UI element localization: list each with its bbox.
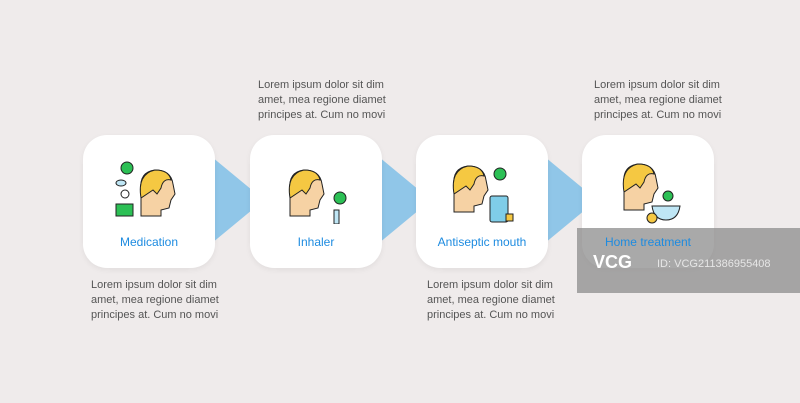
- person-tea-icon: [622, 163, 681, 224]
- watermark: VCG ID: VCG211386955408: [577, 228, 800, 293]
- step-card-medication: Medication: [83, 135, 215, 268]
- step-label: Antiseptic mouth: [437, 235, 527, 249]
- arrow-icon: [379, 157, 427, 243]
- step-card-inhaler: Inhaler: [250, 135, 382, 268]
- watermark-logo: VCG: [593, 252, 633, 272]
- step-label: Inhaler: [297, 235, 335, 249]
- step-text-3: Lorem ipsum dolor sit dim amet, mea regi…: [427, 279, 555, 321]
- step-text-4: Lorem ipsum dolor sit dim amet, mea regi…: [594, 79, 722, 121]
- person-inhaler-icon: [288, 169, 347, 224]
- step-text-1: Lorem ipsum dolor sit dim amet, mea regi…: [91, 279, 219, 321]
- step-text-2: Lorem ipsum dolor sit dim amet, mea regi…: [258, 79, 386, 121]
- step-label: Home treatment: [604, 235, 692, 249]
- person-mouthwash-icon: [452, 165, 514, 223]
- watermark-id: ID: VCG211386955408: [657, 258, 771, 270]
- arrow-icon: [545, 157, 593, 243]
- step-label: Medication: [119, 235, 179, 249]
- person-pills-icon: [115, 161, 176, 217]
- step-card-antiseptic-mouth: Antiseptic mouth: [416, 135, 548, 268]
- step-card-home-treatment: Home treatment: [582, 135, 714, 268]
- arrow-icon: [212, 157, 260, 243]
